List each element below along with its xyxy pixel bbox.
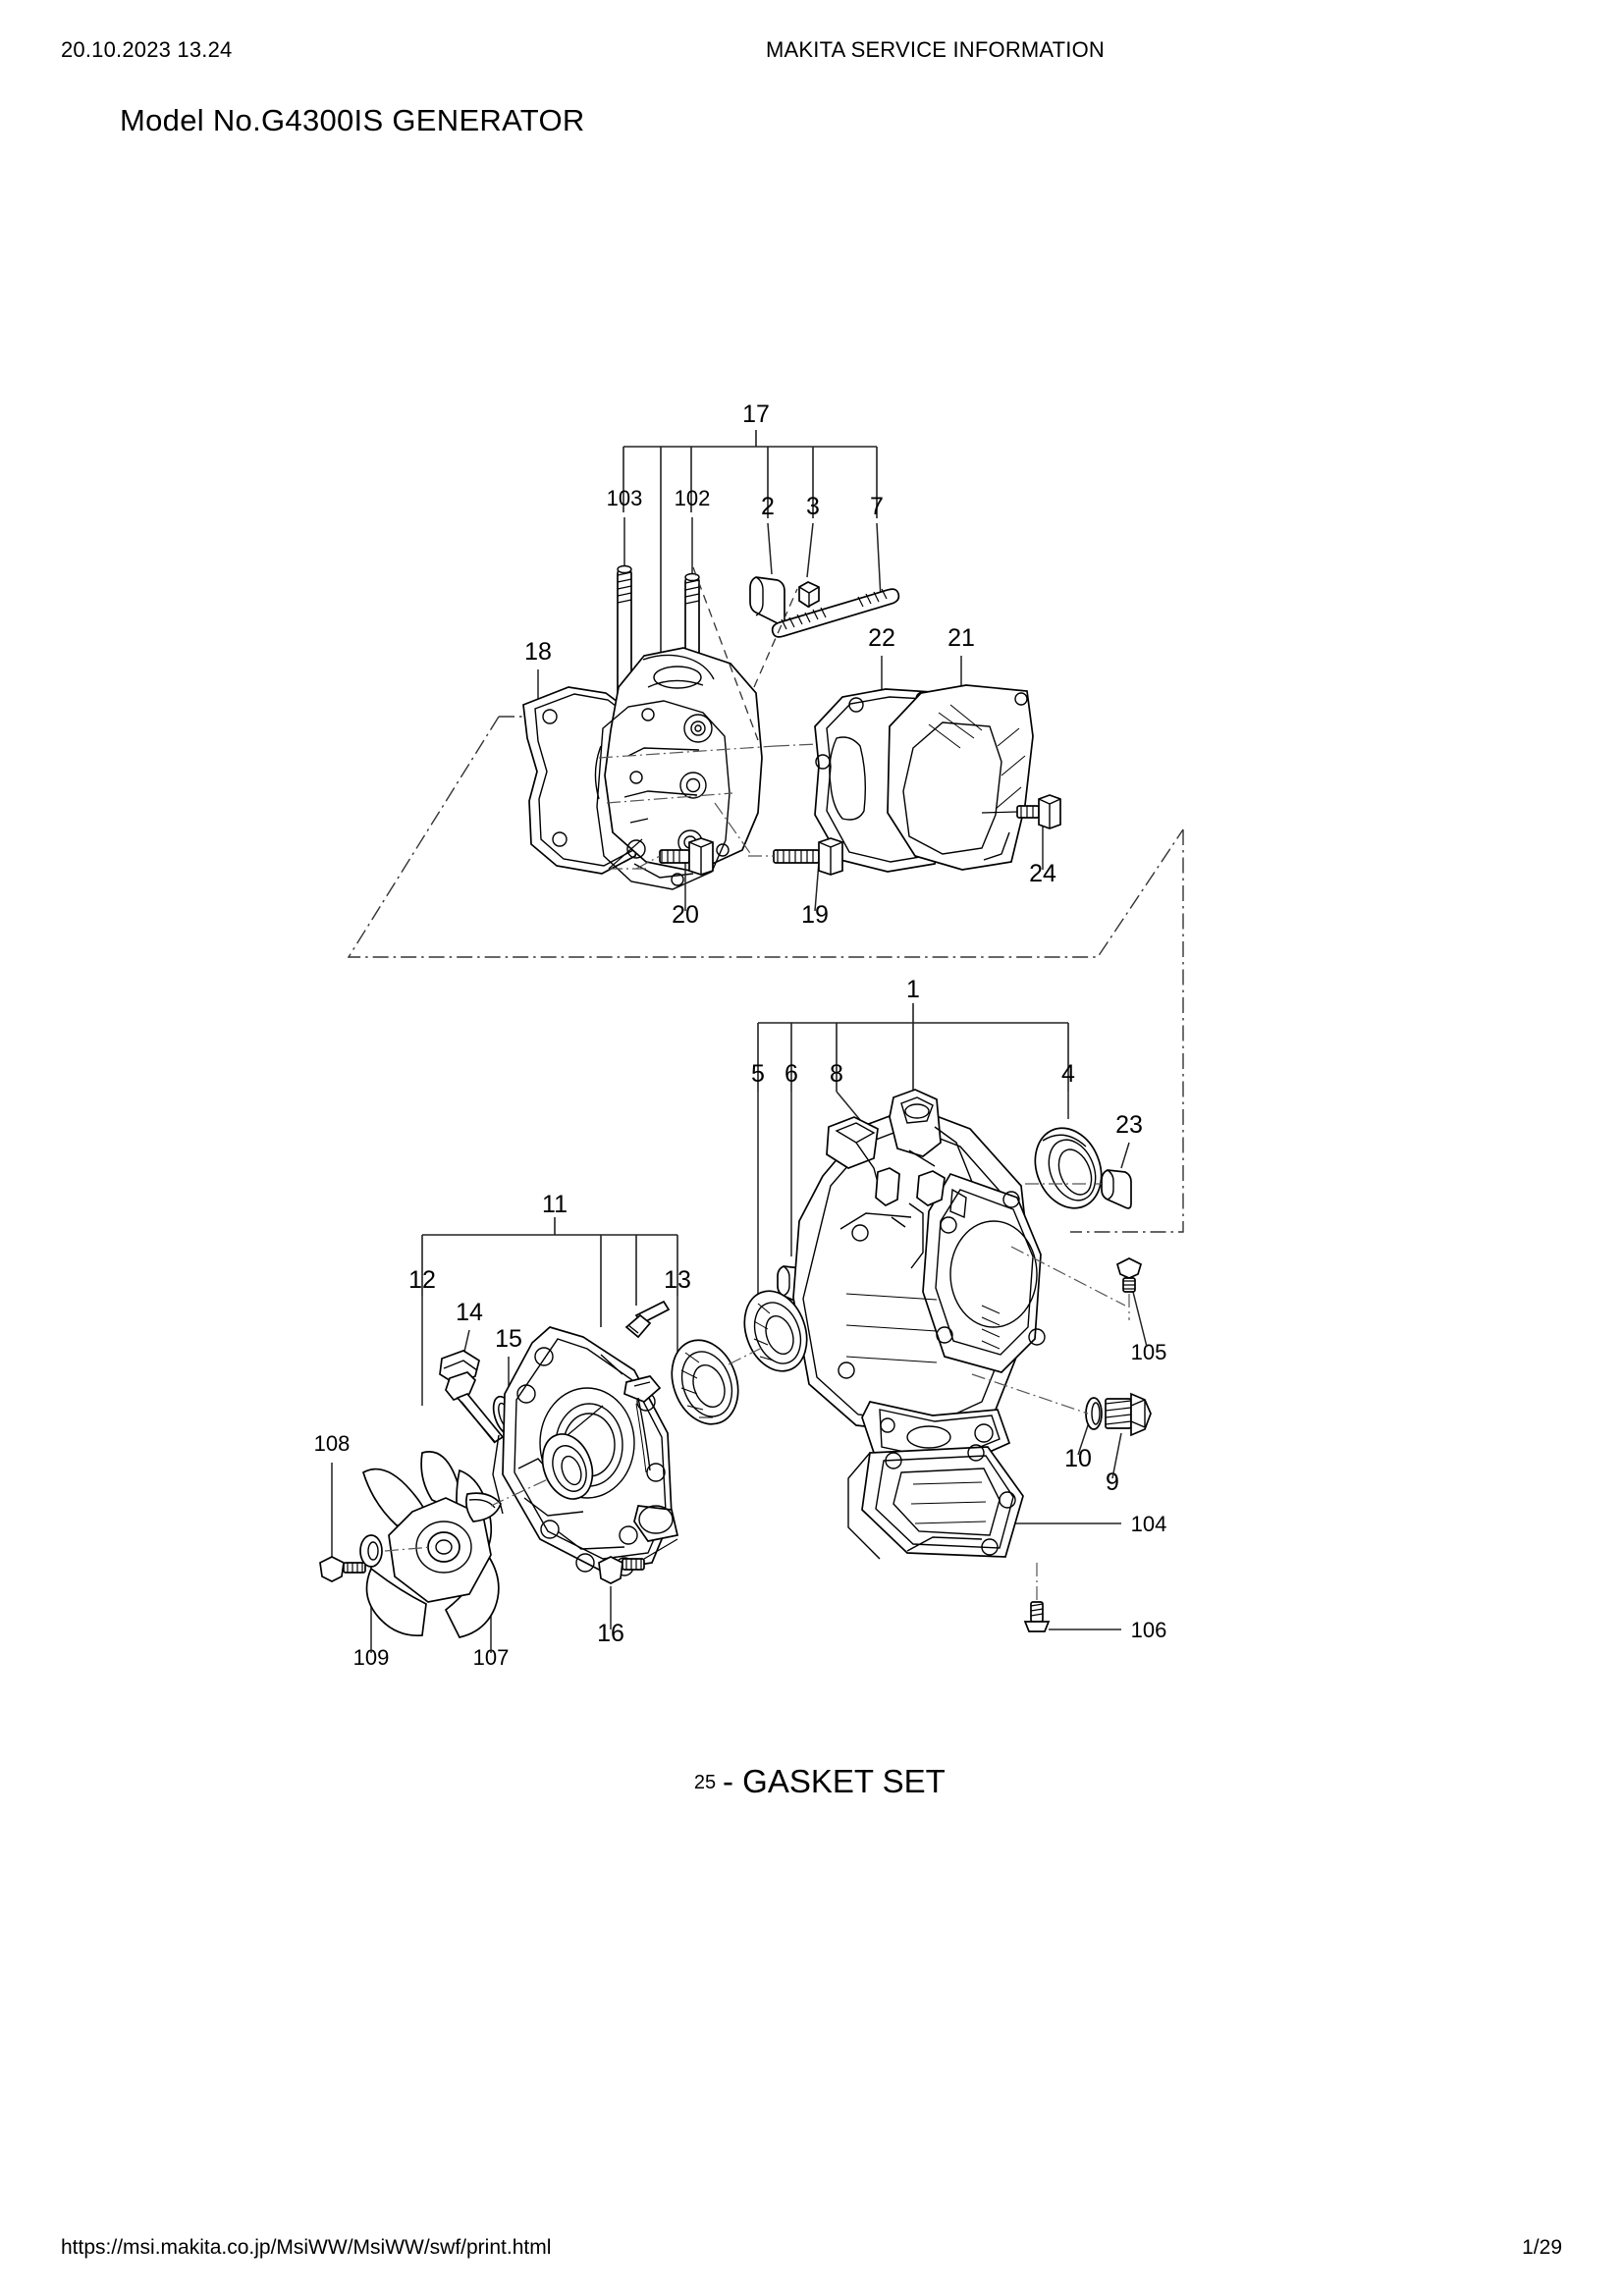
callout-label-11: 11: [542, 1191, 568, 1218]
callout-lead-9: [1111, 1432, 1122, 1479]
callout-lead-7: [876, 522, 882, 600]
callout-bracket-17: [622, 430, 878, 687]
print-footer-url[interactable]: https://msi.makita.co.jp/MsiWW/MsiWW/swf…: [61, 2236, 552, 2259]
callout-label-8: 8: [830, 1060, 843, 1088]
construction-line-head-d: [753, 588, 798, 688]
part-drain-plug-9: [1105, 1392, 1152, 1437]
callout-label-17: 17: [742, 400, 770, 428]
callout-label-13: 13: [664, 1266, 691, 1294]
callout-label-10: 10: [1064, 1445, 1092, 1472]
gasket-set-index: 25: [694, 1772, 716, 1793]
leader-bolt24: [981, 811, 1018, 814]
construction-line-head-b: [606, 792, 733, 804]
construction-line-plug9: [971, 1373, 1089, 1415]
callout-label-105: 105: [1131, 1340, 1167, 1364]
part-flange-bolt-20: [659, 837, 714, 876]
part-cooling-fan-107: [361, 1451, 502, 1638]
callout-label-22: 22: [868, 624, 895, 652]
part-valve-cover-21: [887, 684, 1034, 871]
leader-bolt20: [608, 838, 643, 870]
part-baffle-plate-104: [847, 1444, 1024, 1560]
callout-lead-23: [1120, 1142, 1130, 1169]
part-cylinder-head-assembly: [594, 647, 763, 890]
gasket-set-label: - GASKET SET: [723, 1763, 946, 1799]
callout-label-1: 1: [906, 976, 920, 1003]
print-header-date: 20.10.2023 13.24: [61, 37, 233, 62]
callout-bracket-11: [421, 1217, 678, 1327]
callout-label-4: 4: [1061, 1060, 1075, 1088]
part-bearing-crank: [743, 1290, 808, 1372]
callout-label-21: 21: [947, 624, 975, 652]
part-flange-bolt-19: [773, 837, 843, 876]
callout-label-12: 12: [408, 1266, 436, 1294]
callout-label-103: 103: [607, 486, 643, 510]
construction-line-bolt20: [635, 855, 661, 870]
part-bolt-7: [771, 588, 900, 638]
part-bolt-105: [1115, 1257, 1143, 1293]
callout-label-3: 3: [806, 493, 820, 520]
construction-line-head-a: [598, 745, 777, 759]
callout-label-102: 102: [675, 486, 711, 510]
callout-label-104: 104: [1131, 1512, 1167, 1536]
construction-line-bolt105b: [1010, 1246, 1126, 1307]
part-crankcase-1: [792, 1089, 1046, 1471]
part-ball-bearing-13: [671, 1339, 739, 1425]
part-nut-3: [798, 581, 820, 608]
callout-label-18: 18: [524, 638, 552, 666]
print-header-title: MAKITA SERVICE INFORMATION: [766, 37, 1106, 62]
callout-lead-105: [1130, 1283, 1148, 1348]
callout-label-5: 5: [751, 1060, 765, 1088]
callout-label-9: 9: [1106, 1468, 1119, 1496]
construction-line-fan-a: [384, 1546, 433, 1552]
part-dowel-pin-23: [1101, 1169, 1132, 1209]
part-flange-bolt-24: [1016, 794, 1061, 829]
callout-lead-3: [806, 522, 814, 578]
callout-label-106: 106: [1131, 1618, 1167, 1642]
part-oil-sensor-14: [439, 1350, 505, 1444]
callout-label-6: 6: [784, 1060, 798, 1088]
model-heading: Model No.G4300IS GENERATOR: [120, 103, 585, 137]
callout-lead-2: [767, 522, 773, 575]
part-crankcase-cover-12: [492, 1326, 679, 1576]
construction-line-bolt19b: [714, 802, 753, 857]
callout-label-108: 108: [314, 1431, 351, 1456]
part-oil-seal-4: [1034, 1127, 1103, 1209]
construction-line-head-c: [692, 566, 759, 741]
part-screw-106: [1023, 1601, 1051, 1632]
leader-bolt16: [643, 1538, 678, 1560]
callout-label-7: 7: [870, 493, 884, 520]
part-sleeve-2: [749, 576, 785, 625]
part-oil-seal-front: [541, 1433, 594, 1500]
construction-line-bearing: [728, 1346, 765, 1365]
print-footer-page: 1/29: [1522, 2236, 1562, 2259]
part-washer-109: [359, 1534, 383, 1568]
callout-label-15: 15: [495, 1325, 522, 1353]
part-bolt-16: [598, 1556, 645, 1584]
part-bolt-108: [319, 1556, 366, 1582]
callout-label-23: 23: [1115, 1111, 1143, 1139]
callout-label-14: 14: [456, 1299, 483, 1326]
construction-line-fan-b: [490, 1477, 551, 1507]
leader-oil-seal-front: [567, 1405, 604, 1436]
callout-bracket-1: [757, 1003, 1069, 1092]
part-washer-10: [1085, 1397, 1103, 1430]
part-screw-13: [624, 1300, 671, 1339]
callout-label-2: 2: [761, 493, 775, 520]
